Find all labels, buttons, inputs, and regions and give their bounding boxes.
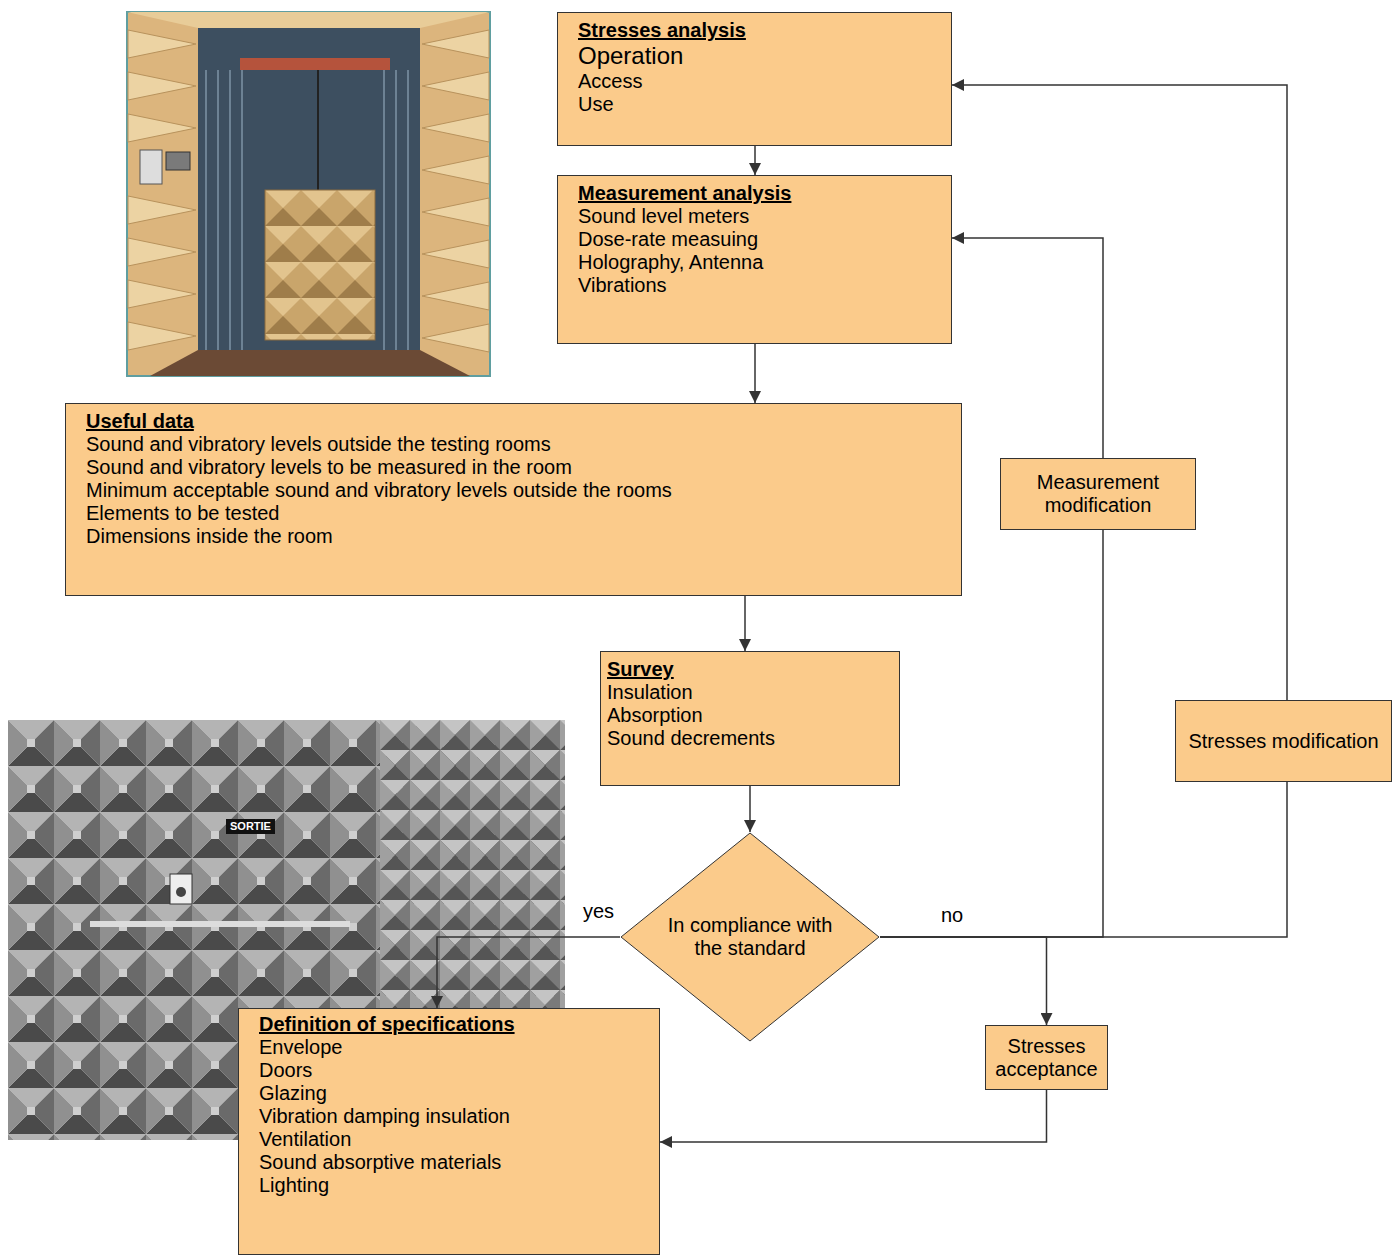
wall-device bbox=[170, 874, 192, 904]
box-text: Vibration damping insulation bbox=[259, 1105, 639, 1128]
wall-switch bbox=[166, 152, 190, 170]
box-text: Elements to be tested bbox=[86, 502, 941, 525]
connector-arrow bbox=[660, 1090, 1047, 1142]
specification-box: Definition of specificationsEnvelopeDoor… bbox=[238, 1008, 660, 1255]
box-heading: Stresses analysis bbox=[578, 19, 931, 42]
box-heading: Survey bbox=[607, 658, 893, 681]
box-text: Sound and vibratory levels outside the t… bbox=[86, 433, 941, 456]
box-text: Glazing bbox=[259, 1082, 639, 1105]
box-text: Stresses modification bbox=[1188, 730, 1378, 753]
box-heading: Definition of specifications bbox=[259, 1013, 639, 1036]
box-text: Sound absorptive materials bbox=[259, 1151, 639, 1174]
modification-box: Measurement modification bbox=[1000, 458, 1196, 530]
box-text: Minimum acceptable sound and vibratory l… bbox=[86, 479, 941, 502]
connector-arrow bbox=[754, 146, 756, 175]
connector-arrow bbox=[952, 238, 1103, 458]
box-text: Use bbox=[578, 93, 931, 116]
beam bbox=[240, 58, 390, 70]
right-wall-wedges bbox=[422, 30, 489, 352]
box-text: Dimensions inside the room bbox=[86, 525, 941, 548]
device-knob bbox=[176, 887, 186, 897]
box-text: Absorption bbox=[607, 704, 893, 727]
connector-arrow bbox=[952, 85, 1287, 700]
modification-box: Stresses modification bbox=[1175, 700, 1392, 782]
acceptance-box: Stresses acceptance bbox=[985, 1025, 1108, 1090]
box-text: Holography, Antenna bbox=[578, 251, 931, 274]
box-text: Sound and vibratory levels to be measure… bbox=[86, 456, 941, 479]
connector-arrow bbox=[880, 782, 1287, 937]
box-text: Access bbox=[578, 70, 931, 93]
box-text: Sound decrements bbox=[607, 727, 893, 750]
wall-phone bbox=[140, 150, 162, 184]
wedge-panel bbox=[265, 190, 375, 340]
box-text: Insulation bbox=[607, 681, 893, 704]
corrugated-wall bbox=[206, 70, 408, 350]
box-text: Ventilation bbox=[259, 1128, 639, 1151]
cable bbox=[317, 70, 319, 190]
process-box: Measurement analysisSound level metersDo… bbox=[557, 175, 952, 344]
anechoic-room-photo bbox=[127, 12, 490, 376]
ledge bbox=[90, 921, 350, 927]
photo-frame bbox=[127, 12, 490, 376]
process-box: Stresses analysisOperationAccessUse bbox=[557, 12, 952, 146]
exit-sign: SORTIE bbox=[226, 819, 275, 834]
process-box: SurveyInsulationAbsorptionSound decremen… bbox=[600, 651, 900, 786]
left-wall-wedges bbox=[128, 30, 196, 350]
box-text: Lighting bbox=[259, 1174, 639, 1197]
box-text: Doors bbox=[259, 1059, 639, 1082]
connector-arrow bbox=[744, 596, 746, 651]
box-text: Operation bbox=[578, 42, 931, 70]
edge-label: yes bbox=[580, 900, 617, 922]
connector-arrow bbox=[437, 937, 620, 1008]
box-text: Vibrations bbox=[578, 274, 931, 297]
box-heading: Useful data bbox=[86, 410, 941, 433]
connector-arrow bbox=[754, 344, 756, 403]
connector-arrow bbox=[749, 786, 751, 832]
floor bbox=[150, 350, 470, 376]
box-text: In compliance with the standard bbox=[665, 914, 835, 960]
box-text: Measurement modification bbox=[1009, 471, 1187, 517]
ceiling bbox=[127, 12, 490, 28]
connector-arrow bbox=[880, 937, 1047, 1025]
doorway bbox=[198, 28, 420, 350]
box-heading: Measurement analysis bbox=[578, 182, 931, 205]
data-box: Useful dataSound and vibratory levels ou… bbox=[65, 403, 962, 596]
box-text: Sound level meters bbox=[578, 205, 931, 228]
edge-label: no bbox=[938, 904, 966, 926]
box-text: Dose-rate measuing bbox=[578, 228, 931, 251]
box-text: Envelope bbox=[259, 1036, 639, 1059]
box-text: Stresses acceptance bbox=[991, 1035, 1102, 1081]
